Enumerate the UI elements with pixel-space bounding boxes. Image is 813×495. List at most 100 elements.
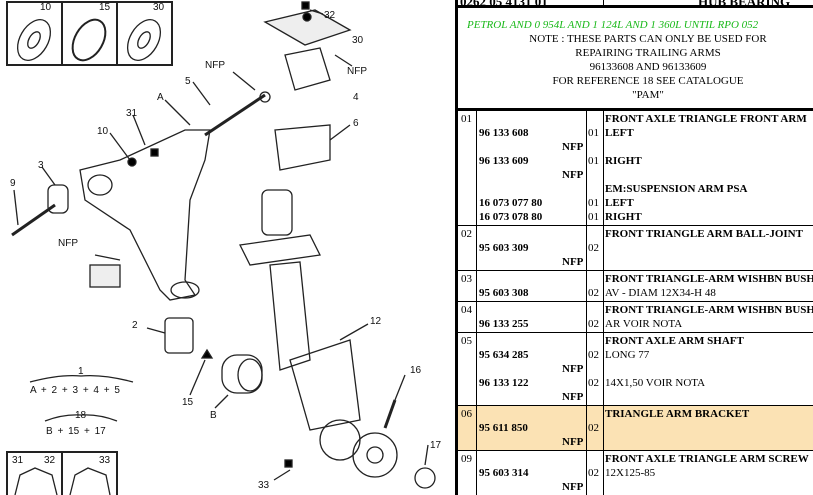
callout-nfp: NFP (347, 66, 367, 77)
part-number: 95 603 308 (479, 287, 529, 299)
inset-label-10: 10 (40, 2, 52, 13)
part-number: 95 603 309 (479, 242, 529, 254)
description: LEFT (605, 197, 634, 209)
row-line: 16 073 077 80 01 LEFT (458, 196, 813, 210)
inset-label-15: 15 (99, 2, 111, 13)
callout-6: 6 (353, 118, 359, 129)
description: 14X1,50 VOIR NOTA (605, 377, 706, 389)
ref-number: 04 (461, 304, 472, 316)
parts-header: 0262 05 4131 01 HUB BEARING (458, 0, 813, 9)
part-number: 96 133 122 (479, 377, 529, 389)
row-line: NFP (458, 480, 813, 494)
part-number: 96 133 609 (479, 155, 529, 167)
quantity: 01 (588, 211, 599, 223)
ref-number: 05 (461, 335, 472, 347)
description: LONG 77 (605, 349, 650, 361)
ref-number: 06 (461, 408, 472, 420)
row-line: NFP (458, 362, 813, 376)
parts-list-panel: 0262 05 4131 01 HUB BEARING PETROL AND 0… (455, 0, 813, 495)
description: EM:SUSPENSION ARM PSA (605, 183, 748, 195)
nfp-flag: NFP (562, 141, 584, 153)
description: 12X125-85 (605, 467, 656, 479)
exploded-parts-diagram: 10 15 30 32 30 NFP NFP 4 6 5 A 31 10 3 9… (6, 1, 442, 495)
quantity: 01 (588, 155, 599, 167)
row-line: 02 FRONT TRIANGLE ARM BALL-JOINT (458, 227, 813, 241)
callout-31: 31 (126, 108, 138, 119)
description: FRONT TRIANGLE ARM BALL-JOINT (605, 228, 803, 240)
row-line: NFP (458, 168, 813, 182)
note-line: FOR REFERENCE 18 SEE CATALOGUE (552, 75, 744, 87)
inset-label-32: 32 (44, 455, 56, 466)
callout-nfp: NFP (58, 238, 78, 249)
callout-10: 10 (97, 126, 109, 137)
applicability-text: PETROL AND 0 954L AND 1 124L AND 1 360L … (467, 19, 759, 31)
callout-32: 32 (324, 10, 336, 21)
row-line: 01 FRONT AXLE TRIANGLE FRONT ARM (458, 112, 813, 126)
formula-2-label: 18 (75, 410, 87, 421)
description: FRONT AXLE TRIANGLE ARM SCREW (605, 453, 809, 465)
row-line: 04 FRONT TRIANGLE-ARM WISHBN BUSH (458, 303, 813, 317)
nfp-flag: NFP (562, 391, 584, 403)
ref-number: 02 (461, 228, 472, 240)
quantity: 02 (588, 422, 599, 434)
description: RIGHT (605, 211, 642, 223)
nfp-flag: NFP (562, 256, 584, 268)
quantity: 02 (588, 242, 599, 254)
row-line: 05 FRONT AXLE ARM SHAFT (458, 334, 813, 348)
callout-16: 16 (410, 365, 422, 376)
description: FRONT AXLE TRIANGLE FRONT ARM (605, 113, 807, 125)
description: FRONT TRIANGLE-ARM WISHBN BUSH (605, 273, 813, 285)
callout-A: A (157, 92, 164, 103)
quantity: 01 (588, 127, 599, 139)
ref-number: 01 (461, 113, 472, 125)
callout-33: 33 (258, 480, 270, 491)
row-line: EM:SUSPENSION ARM PSA (458, 182, 813, 196)
formula-2-expr: B + 15 + 17 (46, 426, 106, 437)
diagram-drawing (6, 1, 436, 495)
row-line: 96 133 122 02 14X1,50 VOIR NOTA (458, 376, 813, 390)
description: TRIANGLE ARM BRACKET (605, 408, 750, 420)
ref-number: 09 (461, 453, 472, 465)
callout-2: 2 (132, 320, 138, 331)
callout-17: 17 (430, 440, 442, 451)
parts-row[interactable]: 01 FRONT AXLE TRIANGLE FRONT ARM 96 133 60… (458, 111, 813, 226)
callout-4: 4 (353, 92, 359, 103)
callout-nfp: NFP (205, 60, 225, 71)
callout-9: 9 (10, 178, 16, 189)
row-line: 95 603 309 02 (458, 241, 813, 255)
part-number: 96 133 608 (479, 127, 529, 139)
quantity: 02 (588, 467, 599, 479)
callout-3: 3 (38, 160, 44, 171)
row-line: 06 TRIANGLE ARM BRACKET (458, 407, 813, 421)
quantity: 02 (588, 318, 599, 330)
nfp-flag: NFP (562, 481, 584, 493)
row-line: NFP (458, 390, 813, 404)
catalogue-code: 0262 05 4131 01 (460, 0, 548, 9)
part-number: 16 073 077 80 (479, 197, 543, 209)
description: FRONT AXLE ARM SHAFT (605, 335, 744, 347)
description: FRONT TRIANGLE-ARM WISHBN BUSH (605, 304, 813, 316)
section-title: HUB BEARING (698, 0, 791, 9)
row-line: NFP (458, 255, 813, 269)
quantity: 01 (588, 197, 599, 209)
quantity: 02 (588, 377, 599, 389)
description: AR VOIR NOTA (605, 318, 683, 330)
callout-15: 15 (182, 397, 194, 408)
nfp-flag: NFP (562, 436, 584, 448)
inset-label-33: 33 (99, 455, 111, 466)
row-line: NFP (458, 140, 813, 154)
formula-1-label: 1 (78, 366, 84, 377)
ref-number: 03 (461, 273, 472, 285)
nfp-flag: NFP (562, 363, 584, 375)
